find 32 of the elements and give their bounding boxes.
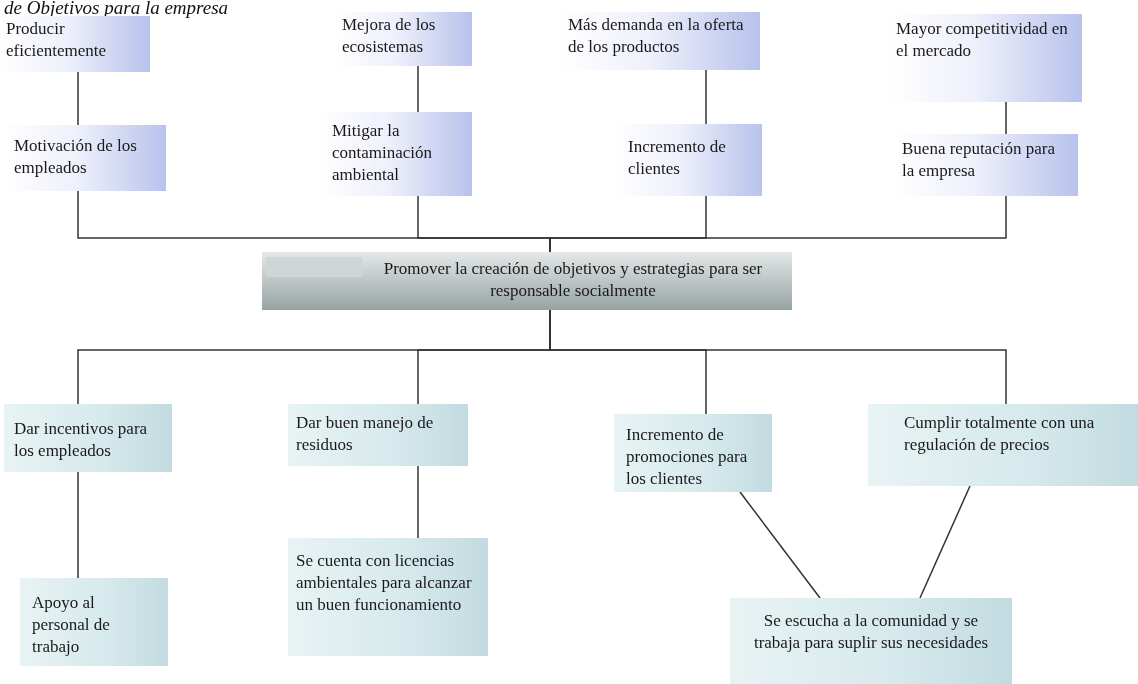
central-objective-box (262, 252, 792, 310)
objective-box (288, 404, 468, 466)
box-text: Se escucha a la comunidad y se trabaja para suplir sus necesidades (752, 610, 990, 655)
box-text: Mayor competitividad en el mercado (896, 18, 1069, 63)
connector-line (919, 485, 971, 599)
objective-box (614, 414, 772, 492)
box-text: Se cuenta con licencias ambientales para alcanzar un buen funcionamiento (296, 550, 473, 617)
connector-line (705, 69, 707, 125)
box-text: Promover la creación de objetivos y estrategias para ser responsable socialmente (382, 258, 764, 303)
connector-line (77, 471, 79, 579)
connector-line (77, 71, 79, 126)
box-text: Más demanda en la oferta de los productos (568, 14, 745, 59)
connector-line (739, 491, 821, 599)
box-text: Incremento de clientes (628, 136, 727, 181)
box-text: Producir eficientemente (6, 18, 108, 63)
objective-box (730, 598, 1012, 684)
box-text: Cumplir totalmente con una regulación de precios (904, 412, 1096, 457)
box-text: Buena reputación para la empresa (902, 138, 1056, 183)
box-text: Dar buen manejo de residuos (296, 412, 435, 457)
objective-box (868, 404, 1138, 486)
box-text: Mejora de los ecosistemas (342, 14, 437, 59)
objective-box (4, 404, 172, 472)
connector-line (417, 65, 419, 113)
box-text: Incremento de promociones para los clientes (626, 424, 749, 491)
box-text: Dar incentivos para los empleados (14, 418, 149, 463)
box-text: Motivación de los empleados (14, 135, 138, 180)
box-text: Mitigar la contaminación ambiental (332, 120, 434, 187)
box-text: Apoyo al personal de trabajo (32, 592, 111, 659)
objective-box (288, 538, 488, 656)
connector-line (417, 465, 419, 539)
connector-line (1005, 101, 1007, 135)
objective-box (20, 578, 168, 666)
